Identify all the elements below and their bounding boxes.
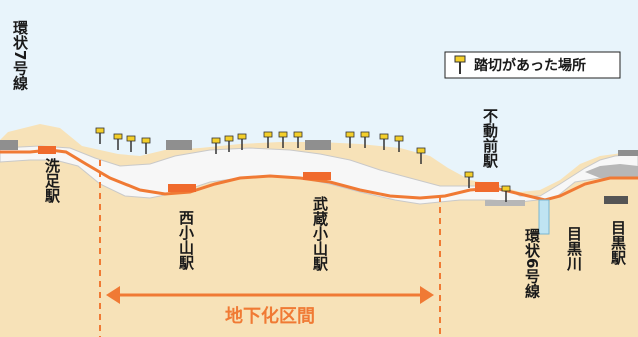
label-megurogawa: 目黒川: [565, 226, 583, 271]
crossing-markers: [95, 127, 511, 202]
railroad-crossing-icon: [394, 135, 404, 152]
building-3: [618, 150, 638, 156]
meguro-river: [538, 199, 550, 235]
railroad-crossing-icon: [211, 137, 221, 154]
label-senzoku: 洗足駅: [43, 157, 61, 204]
station-nishikoyama-marker: [168, 184, 196, 192]
railroad-crossing-icon: [416, 147, 426, 164]
legend-label: 踏切があった場所: [474, 57, 586, 74]
railroad-crossing-icon: [360, 131, 370, 148]
label-nishikoyama: 西小山駅: [177, 210, 195, 271]
railroad-crossing-icon: [126, 135, 136, 152]
station-musashikoyama-marker: [303, 172, 331, 180]
railroad-crossing-icon: [141, 137, 151, 154]
building-2: [305, 140, 331, 150]
railroad-crossing-icon: [278, 131, 288, 148]
section-arrow-right-head: [420, 286, 434, 304]
section-label: 地下化区間: [225, 305, 315, 327]
railroad-crossing-icon: [379, 133, 389, 150]
building-1: [166, 140, 192, 150]
label-musashikoyama: 武蔵小山駅: [311, 195, 329, 272]
legend-crossing-icon: [454, 55, 466, 74]
railroad-crossing-icon: [237, 133, 247, 150]
label-kanjo7: 環状7号線: [11, 20, 29, 92]
label-kanjo6: 環状6号線: [523, 228, 541, 300]
station-fudomae-marker: [475, 182, 499, 192]
fudomae-bridge: [485, 200, 525, 206]
station-meguro-marker: [604, 196, 628, 204]
legend-box: [444, 51, 621, 79]
railroad-crossing-icon: [345, 131, 355, 148]
station-senzoku-marker: [38, 146, 56, 154]
section-arrow-left-head: [106, 286, 120, 304]
building-senzoku: [0, 140, 18, 150]
railroad-crossing-icon: [95, 127, 105, 144]
railroad-crossing-icon: [224, 135, 234, 152]
railroad-crossing-icon: [464, 171, 474, 188]
railroad-crossing-icon: [293, 131, 303, 148]
label-meguro: 目黒駅: [609, 220, 627, 266]
railroad-crossing-icon: [113, 133, 123, 150]
meguro-platform-shade: [585, 164, 638, 178]
label-fudomae: 不動前駅: [481, 108, 499, 169]
railroad-crossing-icon: [263, 131, 273, 148]
railroad-crossing-icon: [501, 185, 511, 202]
